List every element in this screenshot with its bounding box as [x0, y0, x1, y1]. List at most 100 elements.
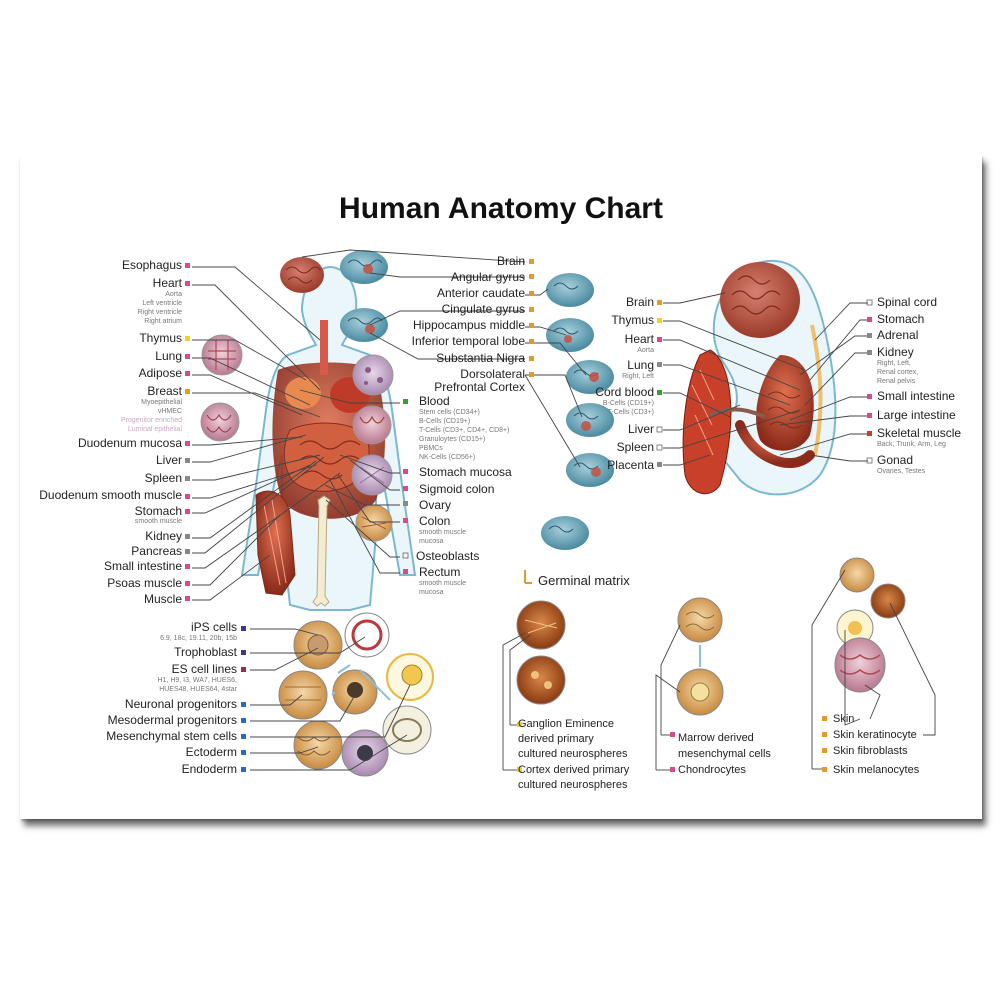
fetus-label-lung: Lung: [627, 358, 654, 372]
label-marrow-1: Marrow derived: [678, 732, 754, 744]
breast-sub-3: Progenitor enriched: [120, 417, 182, 424]
fetus-kidney-sub-1: Right, Left,: [877, 360, 911, 367]
label-inferior-temporal-lobe: Inferior temporal lobe: [411, 334, 525, 348]
label-anterior-caudate: Anterior caudate: [436, 286, 525, 300]
stomach-sub: smooth muscle: [134, 518, 182, 525]
fetus-label-thymus: Thymus: [611, 313, 654, 327]
fetus-kidney-sub-2: Renal cortex,: [877, 369, 919, 376]
breast-sub-1: Myoepithelial: [141, 399, 182, 406]
label-substantia-nigra: Substantia Nigra: [436, 351, 525, 365]
label-ips-cells: iPS cells: [190, 620, 237, 634]
fetus-label-placenta: Placenta: [607, 458, 654, 472]
label-thymus: Thymus: [139, 331, 182, 345]
label-stomach: Stomach: [134, 504, 182, 518]
fetus-label-brain: Brain: [625, 295, 654, 309]
label-heart: Heart: [152, 276, 182, 290]
blood-sub-1: Stem cells (CD34+): [419, 409, 480, 416]
colon-sub-1: smooth muscle: [419, 529, 467, 536]
label-mesenchymal-stem-cells: Mesenchymal stem cells: [106, 729, 237, 743]
label-marrow-2: mesenchymal cells: [678, 748, 771, 760]
fetus-label-cord-blood: Cord blood: [595, 385, 654, 399]
label-germinal-matrix: Germinal matrix: [538, 573, 630, 588]
body-tissue-circles: [200, 334, 394, 542]
label-brain: Brain: [496, 254, 525, 268]
ips-sub: 6.9, 18c, 19.11, 20b, 15b: [160, 635, 237, 642]
fetus-label-spinal-cord: Spinal cord: [877, 295, 938, 309]
es-sub-1: H1, H9, I3, WA7, HUES6,: [157, 677, 238, 684]
label-angular-gyrus: Angular gyrus: [450, 270, 525, 284]
rectum-sub-1: smooth muscle: [419, 580, 467, 587]
label-es-cell-lines: ES cell lines: [171, 662, 237, 676]
label-osteoblasts: Osteoblasts: [416, 549, 480, 563]
culture-circles: [516, 557, 906, 716]
blood-sub-6: NK-Cells (CD56+): [419, 454, 476, 461]
breast-sub-2: vHMEC: [157, 408, 182, 415]
label-small-intestine: Small intestine: [103, 559, 182, 573]
label-cingulate-gyrus: Cingulate gyrus: [441, 302, 525, 316]
fetus-gonad-sub: Ovaries, Testes: [877, 468, 926, 475]
fetus-kidney-sub-3: Renal pelvis: [877, 378, 916, 385]
label-endoderm: Endoderm: [181, 762, 237, 776]
fetus-label-liver: Liver: [627, 422, 654, 436]
fetus-cord-sub-2: T-Cells (CD3+): [607, 409, 654, 416]
label-adipose: Adipose: [138, 366, 182, 380]
label-rectum: Rectum: [419, 565, 461, 579]
label-lung: Lung: [155, 349, 182, 363]
label-dorsolateral: Dorsolateral: [460, 367, 525, 381]
fetus-label-skeletal-muscle: Skeletal muscle: [877, 426, 962, 440]
brain-column: [340, 250, 614, 584]
heart-sub-1: Aorta: [165, 291, 182, 298]
label-cortex-1: Cortex derived primary: [518, 764, 630, 776]
label-spleen: Spleen: [144, 471, 182, 485]
blood-sub-3: T-Cells (CD3+, CD4+, CD8+): [419, 427, 510, 434]
heart-sub-4: Right atrium: [144, 318, 182, 325]
label-liver: Liver: [155, 453, 182, 467]
label-muscle: Muscle: [143, 592, 182, 606]
colon-sub-2: mucosa: [419, 538, 444, 545]
label-mesodermal-progenitors: Mesodermal progenitors: [107, 713, 237, 727]
label-ovary: Ovary: [419, 498, 452, 512]
label-skin: Skin: [833, 713, 855, 725]
label-esophagus: Esophagus: [121, 258, 182, 272]
legend-squares: [185, 259, 873, 772]
label-ganglion-3: cultured neurospheres: [518, 748, 628, 760]
fetus-label-spleen: Spleen: [616, 440, 654, 454]
breast-sub-4: Luminal epithelial: [127, 426, 182, 433]
label-ectoderm: Ectoderm: [185, 745, 237, 759]
label-pancreas: Pancreas: [131, 544, 182, 558]
fetus-label-large-intestine: Large intestine: [877, 408, 956, 422]
label-skin-fibroblasts: Skin fibroblasts: [833, 745, 908, 757]
label-neuronal-progenitors: Neuronal progenitors: [124, 697, 237, 711]
label-psoas-muscle: Psoas muscle: [107, 576, 182, 590]
label-breast: Breast: [147, 384, 182, 398]
label-trophoblast: Trophoblast: [174, 645, 237, 659]
fetus-label-adrenal: Adrenal: [877, 328, 919, 342]
anatomy-poster: Human Anatomy Chart: [20, 155, 982, 819]
es-sub-2: HUES48, HUES64, 4star: [159, 686, 237, 693]
heart-sub-2: Left ventricle: [142, 300, 182, 307]
label-kidney: Kidney: [145, 529, 182, 543]
blood-sub-2: B-Cells (CD19+): [419, 418, 471, 425]
label-prefrontal-cortex: Prefrontal Cortex: [434, 380, 525, 394]
label-skin-melanocytes: Skin melanocytes: [833, 764, 920, 776]
fetus-label-kidney: Kidney: [877, 345, 914, 359]
label-hippocampus-middle: Hippocampus middle: [412, 318, 525, 332]
fetus-skeletal-sub: Back, Trunk, Arm, Leg: [877, 441, 946, 448]
label-duodenum-smooth-muscle: Duodenum smooth muscle: [39, 488, 182, 502]
blood-sub-4: Granuloytes (CD15+): [419, 436, 486, 443]
fetus-label-stomach: Stomach: [877, 312, 925, 326]
label-skin-keratinocyte: Skin keratinocyte: [833, 729, 917, 741]
label-sigmoid-colon: Sigmoid colon: [419, 482, 495, 496]
fetus-label-heart: Heart: [624, 332, 654, 346]
label-stomach-mucosa: Stomach mucosa: [419, 465, 512, 479]
fetus-lung-sub: Right, Left: [622, 373, 654, 380]
chart-title: Human Anatomy Chart: [339, 192, 663, 225]
label-ganglion-2: derived primary: [518, 733, 594, 745]
fetus-figure: [682, 259, 837, 496]
label-chondrocytes: Chondrocytes: [678, 764, 746, 776]
label-blood: Blood: [419, 394, 450, 408]
stem-cell-circles: [278, 612, 434, 777]
anatomy-illustration: [185, 249, 936, 777]
rectum-sub-2: mucosa: [419, 589, 444, 596]
fetus-label-small-intestine: Small intestine: [877, 389, 956, 403]
